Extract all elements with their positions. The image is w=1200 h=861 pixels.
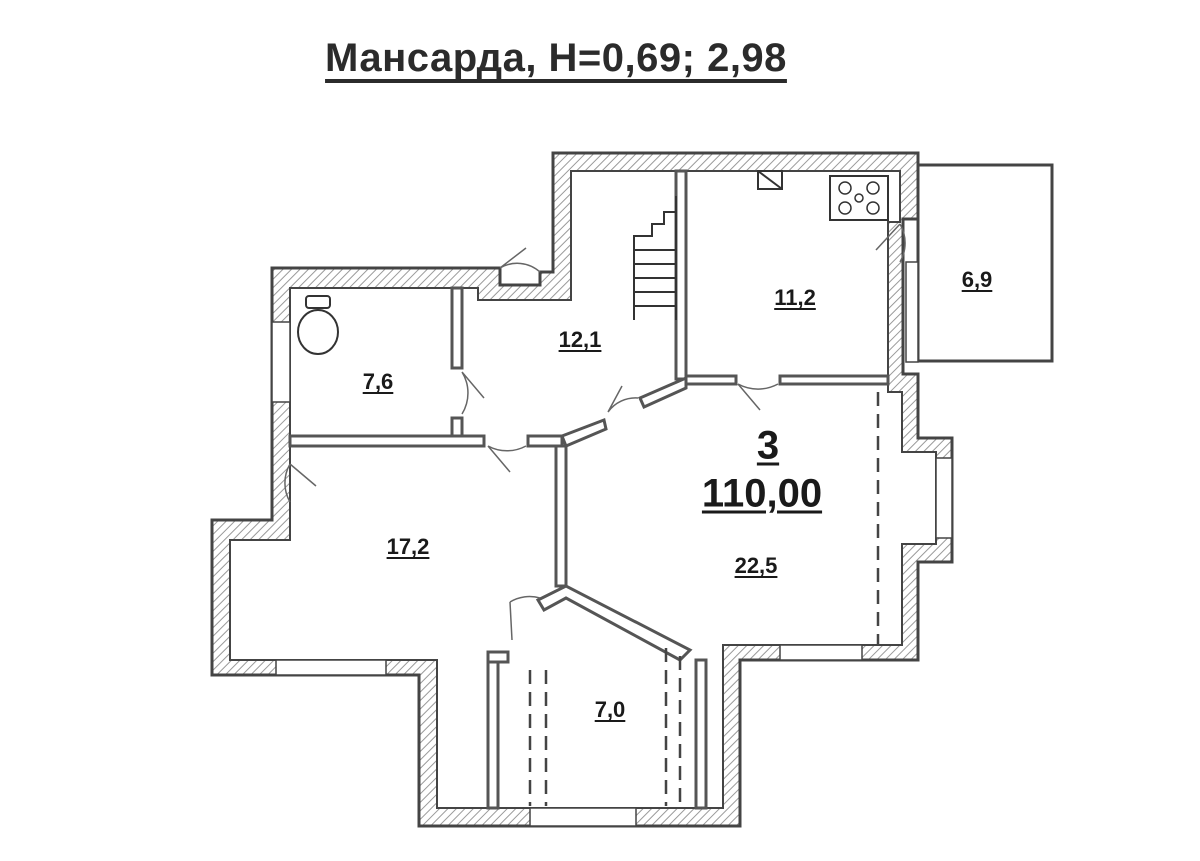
- balcony: [905, 163, 1054, 363]
- wall-south-left: [486, 658, 500, 810]
- door-balcony: [875, 223, 906, 263]
- door-hall-entry: [499, 247, 541, 273]
- wall-hall-diagonal: [638, 375, 688, 409]
- window-bedroom: [275, 659, 387, 676]
- wall-bedroom-living: [554, 444, 568, 588]
- door-living-hall: [607, 385, 639, 413]
- apartment-total-area: 110,00: [701, 471, 823, 516]
- window-wc: [271, 321, 291, 403]
- doors: [284, 223, 906, 641]
- exterior-walls: [210, 151, 954, 828]
- room-area-balcony: 6,9: [961, 267, 993, 292]
- door-kitchen: [737, 383, 779, 411]
- door-bedroom: [487, 445, 527, 473]
- room-area-kitchen: 11,2: [774, 285, 816, 310]
- apartment-number: 3: [756, 423, 780, 468]
- wall-hall-bottom: [526, 434, 564, 448]
- inner-floor-outline: [229, 170, 937, 809]
- wall-south-top-left: [486, 650, 510, 664]
- floor-title: Мансарда, Н=0,69; 2,98: [325, 36, 787, 80]
- window-south: [529, 807, 637, 827]
- stair-outline: [633, 196, 677, 320]
- staircase: [633, 196, 677, 320]
- balcony-outline: [916, 163, 1054, 363]
- wall-kitchen-left: [674, 169, 688, 381]
- wall-kitchen-bottom-right: [778, 374, 890, 386]
- wall-hall-diagonal-low: [560, 417, 608, 448]
- slope-lines: [528, 392, 880, 806]
- door-wc: [461, 371, 485, 415]
- window-living-bottom: [779, 644, 863, 661]
- ventilation-shaft-icon: [757, 170, 783, 190]
- wall-wc-bottom: [288, 434, 486, 448]
- room-area-south: 7,0: [594, 697, 626, 722]
- wall-south-right: [694, 658, 708, 810]
- balcony-glazing: [905, 261, 919, 363]
- room-area-living: 22,5: [734, 553, 778, 578]
- room-area-hall: 12,1: [558, 327, 602, 352]
- door-south: [509, 595, 541, 641]
- interior-walls: [288, 169, 890, 810]
- windows: [271, 321, 953, 827]
- toilet-icon: [297, 295, 339, 355]
- window-bay: [935, 457, 953, 539]
- door-bedroom-exterior: [284, 463, 317, 503]
- room-area-wc: 7,6: [362, 369, 394, 394]
- wall-wc-hall: [450, 286, 464, 370]
- wall-kitchen-bottom-left: [684, 374, 738, 386]
- room-area-bedroom: 17,2: [386, 534, 430, 559]
- stove-icon: [829, 175, 889, 221]
